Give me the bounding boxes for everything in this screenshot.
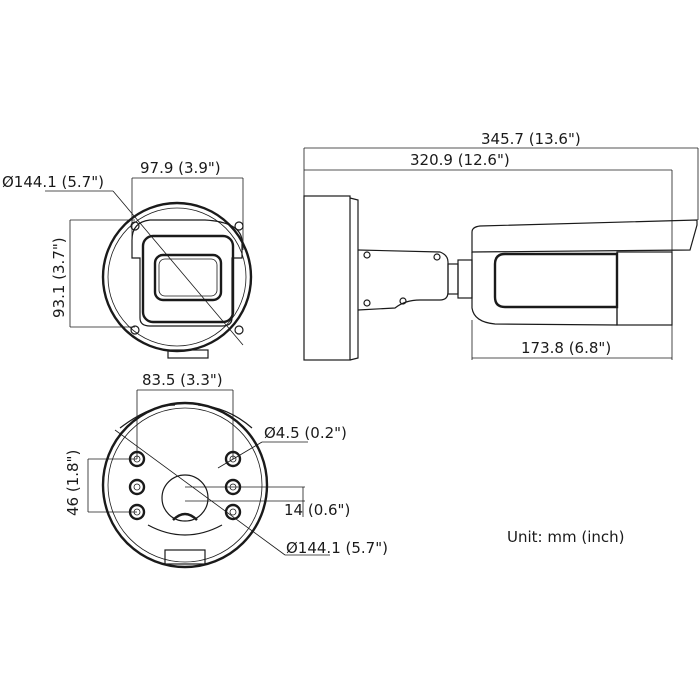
unit-note: Unit: mm (inch) bbox=[507, 528, 625, 546]
base-outer-ring bbox=[101, 401, 269, 569]
front-height-label: 93.1 (3.7") bbox=[50, 237, 68, 318]
sunshield bbox=[471, 219, 698, 253]
base-view bbox=[87, 389, 330, 569]
mount-box bbox=[303, 195, 351, 361]
mounting-holes bbox=[128, 450, 242, 521]
offset-label: 14 (0.6") bbox=[284, 501, 351, 519]
camera-body bbox=[471, 252, 618, 326]
base-diameter-label: Ø144.1 (5.7") bbox=[286, 539, 388, 557]
front-view bbox=[45, 177, 253, 359]
hole-diameter-label: Ø4.5 (0.2") bbox=[264, 424, 347, 442]
lens-frame bbox=[141, 234, 235, 324]
front-outer-ring bbox=[101, 201, 253, 353]
lens-window bbox=[153, 253, 223, 302]
hole-spacing-vertical-label: 46 (1.8") bbox=[64, 449, 82, 516]
front-width-label: 97.9 (3.9") bbox=[140, 159, 221, 177]
side-view bbox=[303, 147, 699, 361]
body-length-label: 173.8 (6.8") bbox=[521, 339, 612, 357]
total-length-label: 345.7 (13.6") bbox=[481, 130, 581, 148]
length-to-body-label: 320.9 (12.6") bbox=[410, 151, 510, 169]
body-window bbox=[493, 252, 619, 309]
front-diameter-label: Ø144.1 (5.7") bbox=[2, 173, 104, 191]
hole-spacing-horizontal-label: 83.5 (3.3") bbox=[142, 371, 223, 389]
